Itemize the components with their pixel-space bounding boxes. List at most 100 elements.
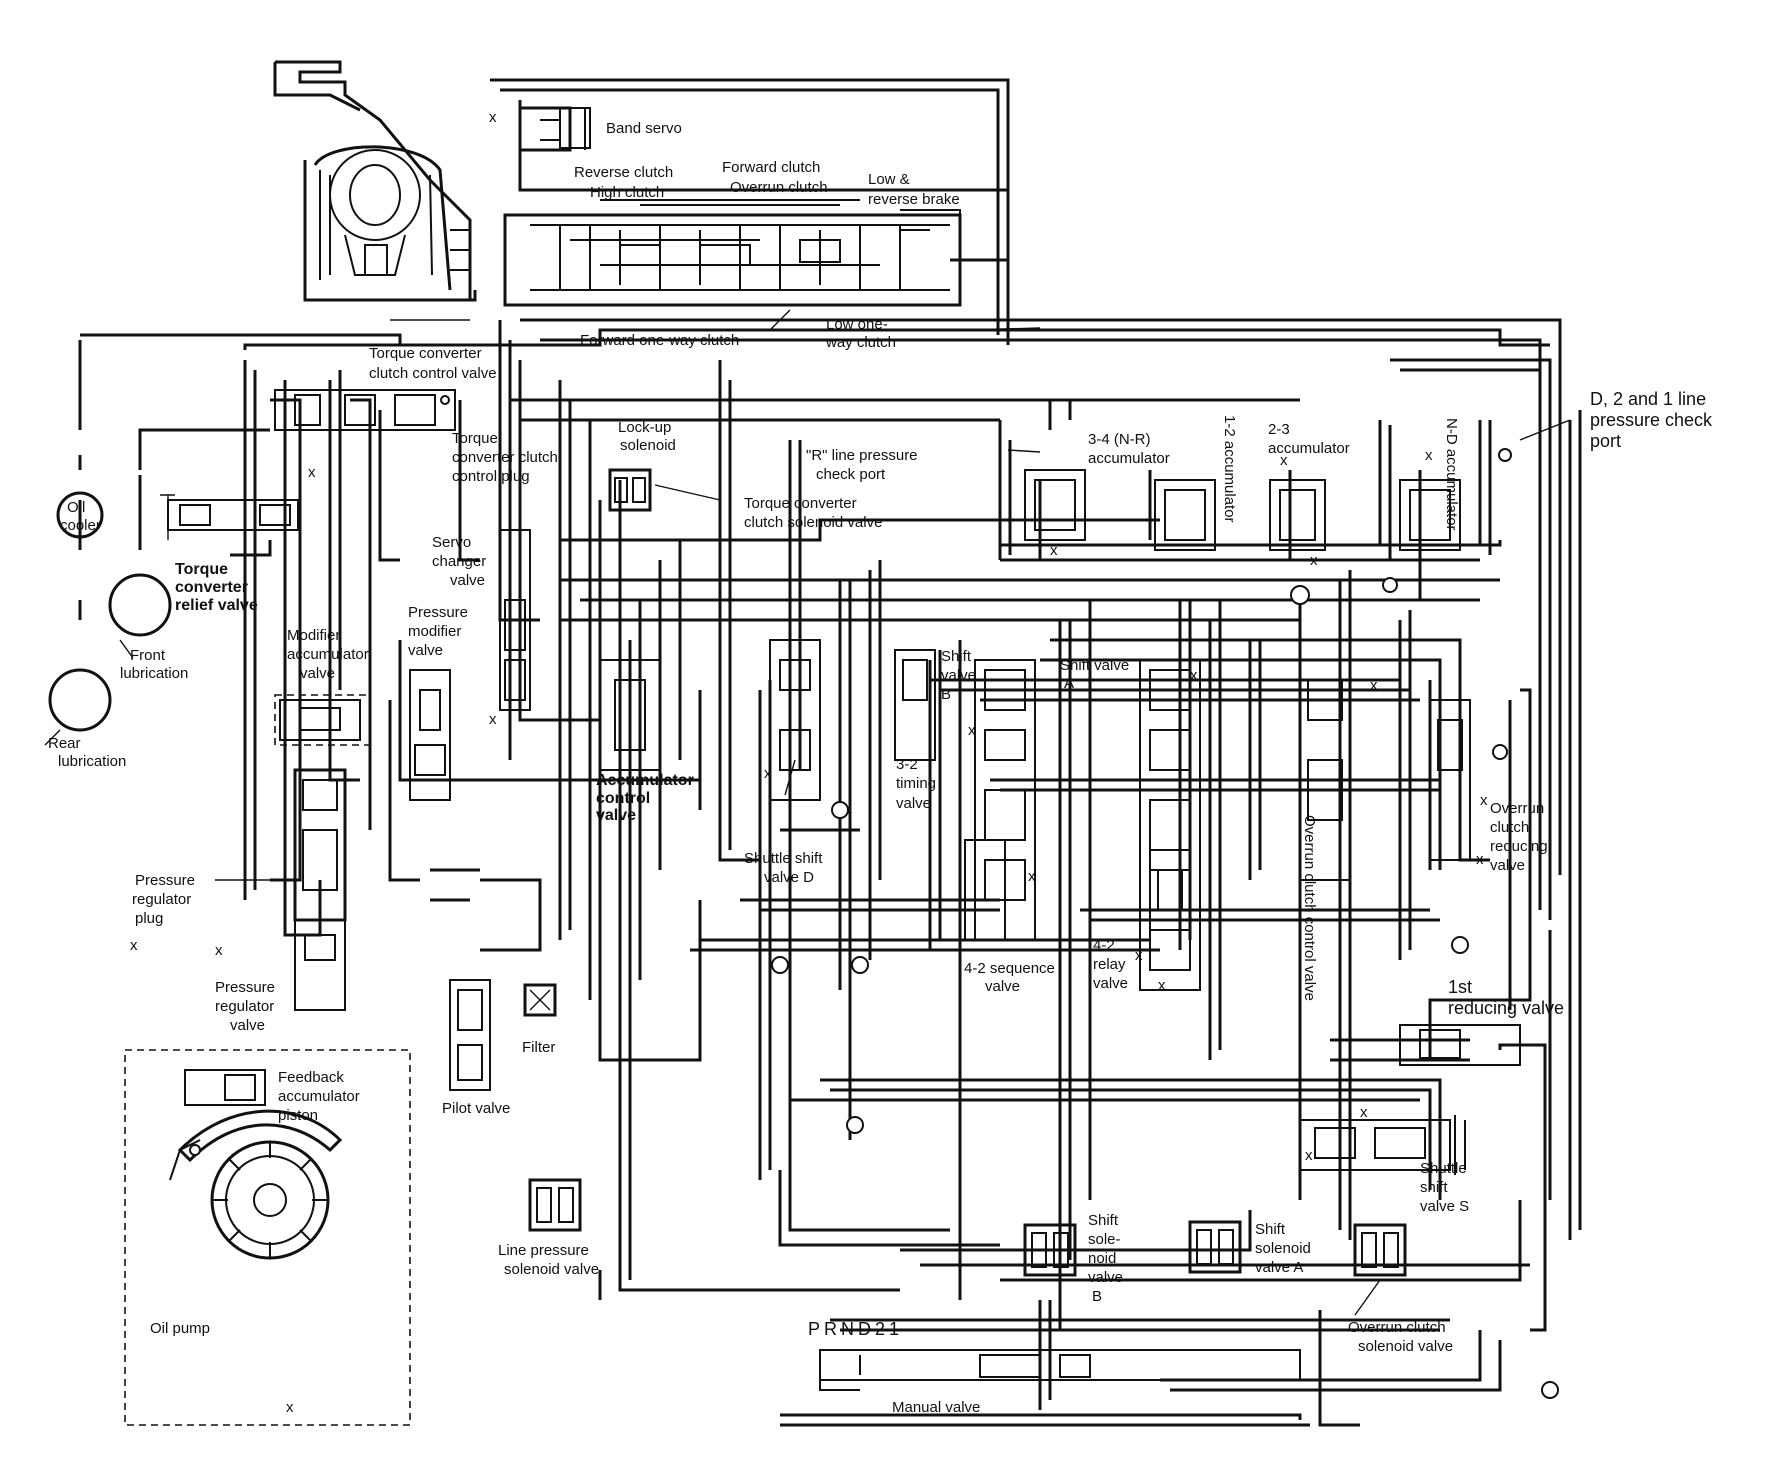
label-r-check-2: check port [816, 466, 886, 483]
label-ssa-1: Shift [1255, 1221, 1286, 1238]
pressure-modifier-valve [409, 669, 451, 801]
label-acccontrol-1: Accumulator [596, 772, 694, 789]
pump-outline [124, 1049, 411, 1426]
label-shiftb-2: valve [941, 667, 976, 684]
label-ovsol-1: Overrun clutch [1348, 1319, 1446, 1336]
drain-x: x [1190, 667, 1198, 684]
check-port [1498, 448, 1512, 462]
drain-x: x [489, 109, 497, 126]
drain-x: x [1135, 947, 1143, 964]
label-presvalve-2: regulator [215, 998, 274, 1015]
label-servo-3: valve [450, 572, 485, 589]
manual-valve [819, 1349, 1301, 1391]
oil-pump [169, 1109, 343, 1260]
label-acccontrol-3: valve [596, 807, 636, 824]
label-front-lub-2: lubrication [120, 665, 188, 682]
label-tcc-plug-3: control plug [452, 468, 530, 485]
label-ssb-5: B [1092, 1288, 1102, 1305]
label-acccontrol-2: control [596, 790, 650, 807]
label-relay42-1: 4-2 [1093, 937, 1115, 954]
label-accnd: N-D accumulator [1443, 418, 1460, 531]
label-shiftb-1: Shift [941, 648, 972, 665]
label-ssb-4: valve [1088, 1269, 1123, 1286]
label-prnd21: PRND21 [808, 1319, 903, 1339]
line-pressure-solenoid [528, 1178, 582, 1232]
label-acc23-2: accumulator [1268, 440, 1350, 457]
label-presplug-3: plug [135, 910, 163, 927]
label-shifta-2: A [1064, 675, 1074, 692]
drain-x: x [1158, 977, 1166, 994]
drain-x: x [130, 937, 138, 954]
label-pilot-valve: Pilot valve [442, 1100, 510, 1117]
drain-x: x [764, 765, 772, 782]
text-labels: Band servo Reverse clutch High clutch Fo… [48, 109, 1713, 1416]
label-d21-1: D, 2 and 1 line [1590, 389, 1706, 409]
label-presvalve-1: Pressure [215, 979, 275, 996]
label-forward-clutch: Forward clutch [722, 159, 820, 176]
check-ball [771, 956, 789, 974]
check-ball [1290, 585, 1310, 605]
label-band-servo: Band servo [606, 120, 682, 137]
servo-changer-valve [499, 529, 531, 711]
drain-x: x [1028, 868, 1036, 885]
label-manual-valve: Manual valve [892, 1399, 980, 1416]
oil-cooler [56, 491, 104, 539]
drain-x: x [968, 722, 976, 739]
check-ball [831, 801, 849, 819]
label-oil-cooler-1: Oil [67, 499, 85, 516]
label-ovred-1: Overrun [1490, 800, 1544, 817]
label-servo-1: Servo [432, 534, 471, 551]
shuttle-shift-valve-d [769, 639, 821, 801]
check-ball [1541, 1381, 1559, 1399]
pressure-regulator-valve [293, 768, 347, 1011]
label-shiftb-3: B [941, 686, 951, 703]
label-d21-2: pressure check [1590, 410, 1713, 430]
label-acc23-1: 2-3 [1268, 421, 1290, 438]
tcc-control-valve [274, 389, 456, 431]
label-lps-1: Line pressure [498, 1242, 589, 1259]
drain-x: x [1480, 792, 1488, 809]
pilot-valve [449, 979, 491, 1091]
label-oil-cooler-2: cooler [60, 517, 101, 534]
label-seq42-1: 4-2 sequence [964, 960, 1055, 977]
drain-x: x [1370, 677, 1378, 694]
drain-x: x [1050, 542, 1058, 559]
drain-x: x [1360, 1104, 1368, 1121]
label-rear-lub-1: Rear [48, 735, 81, 752]
label-oil-pump: Oil pump [150, 1320, 210, 1337]
label-tcc-control-1: Torque converter [369, 345, 482, 362]
filter [523, 983, 557, 1017]
label-tcc-sol-1: Torque converter [744, 495, 857, 512]
check-ball [1451, 936, 1469, 954]
label-overrun-clutch: Overrun clutch [730, 179, 828, 196]
shuttle-shift-valve-s [1299, 1115, 1466, 1175]
label-timing-3: valve [896, 795, 931, 812]
shift-solenoid-a [1188, 1220, 1242, 1274]
modifier-accumulator-valve [274, 694, 371, 746]
front-lubrication [108, 573, 172, 637]
drain-x: x [1476, 851, 1484, 868]
transmission-case [273, 60, 1010, 345]
drain-x: x [215, 942, 223, 959]
label-overrun-control: Overrun clutch control valve [1301, 815, 1318, 1001]
label-shuttle-d-1: Shuttle shift [744, 850, 823, 867]
tc-relief-valve [160, 494, 299, 540]
accumulator-nd [1399, 479, 1461, 551]
shift-solenoid-b [1023, 1223, 1077, 1277]
label-d21-3: port [1590, 431, 1621, 451]
label-presplug-2: regulator [132, 891, 191, 908]
accumulator-12 [1154, 479, 1216, 551]
label-presmod-2: modifier [408, 623, 461, 640]
label-relief-1: Torque [175, 561, 228, 578]
label-shuttle-s-2: shift [1420, 1179, 1448, 1196]
label-forward-one-way: Forward one-way clutch [580, 332, 739, 349]
rear-lubrication [48, 668, 112, 732]
check-ball [851, 956, 869, 974]
label-low-reverse-2: reverse brake [868, 191, 960, 208]
drain-x: x [489, 711, 497, 728]
label-feedback-3: piston [278, 1107, 318, 1124]
drain-x: x [1305, 1147, 1313, 1164]
seq-42-valve [964, 839, 1006, 941]
accumulator-34 [1024, 469, 1086, 541]
